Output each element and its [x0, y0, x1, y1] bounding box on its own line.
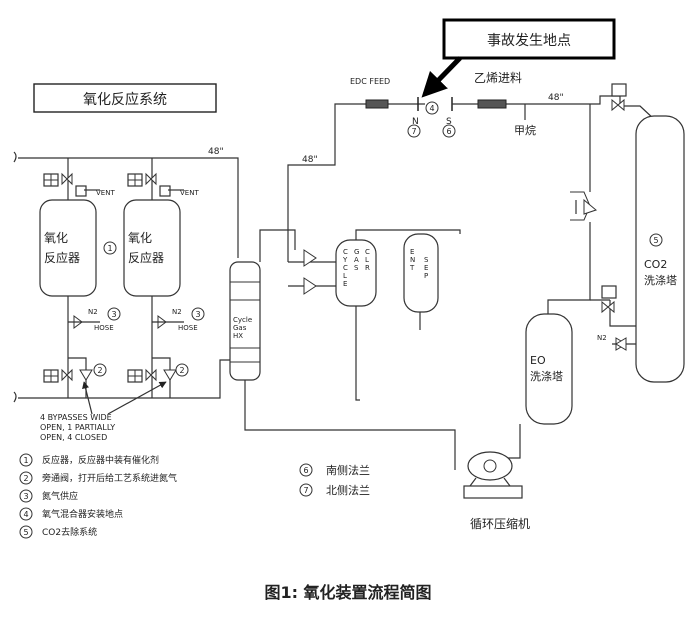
- svg-text:6: 6: [303, 466, 308, 475]
- marker-3b: 3: [191, 307, 205, 321]
- labels: EDC FEED 乙烯进料 甲烷 48" 48" 48" N S VENT VE…: [88, 71, 607, 531]
- svg-text:2: 2: [23, 474, 28, 483]
- legend-item: 3 氮气供应: [19, 489, 78, 503]
- svg-text:旁通阀，打开后给工艺系统进氮气: 旁通阀，打开后给工艺系统进氮气: [42, 472, 177, 484]
- svg-text:CO2去除系统: CO2去除系统: [42, 526, 97, 538]
- legend-item: 6 南侧法兰: [299, 463, 370, 477]
- legend-item: 4 氧气混合器安装地点: [19, 507, 123, 521]
- pipe-48-mid-label: 48": [302, 155, 318, 165]
- cycle-gas-hx: [229, 261, 261, 381]
- svg-text:1: 1: [23, 456, 28, 465]
- svg-text:1: 1: [107, 244, 112, 253]
- marker-7: 7: [407, 124, 421, 138]
- marker-3a: 3: [107, 307, 121, 321]
- marker-2b: 2: [175, 363, 189, 377]
- reactor-2-label-line2: 反应器: [128, 250, 164, 265]
- svg-text:2: 2: [97, 366, 102, 375]
- svg-text:3: 3: [195, 310, 200, 319]
- svg-text:6: 6: [446, 127, 451, 136]
- svg-text:南侧法兰: 南侧法兰: [326, 463, 370, 477]
- svg-text:5: 5: [653, 236, 658, 245]
- svg-text:7: 7: [411, 127, 416, 136]
- compressor-label: 循环压缩机: [470, 516, 530, 531]
- ethylene-feed-label: 乙烯进料: [474, 71, 522, 85]
- oxidation-system-box: 氧化反应系统: [33, 83, 217, 113]
- svg-text:4: 4: [429, 104, 434, 113]
- cycle-gas-separator: [303, 239, 377, 307]
- edc-feed-label: EDC FEED: [350, 77, 390, 86]
- pipe-48-left-label: 48": [208, 147, 224, 157]
- n2-right-label: N2: [597, 334, 607, 342]
- ent-separator: [403, 233, 439, 313]
- reactor-1-label-line2: 反应器: [44, 250, 80, 265]
- svg-text:5: 5: [23, 528, 28, 537]
- figure-caption: 图1: 氧化装置流程简图: [264, 583, 431, 602]
- accident-site-label: 事故发生地点: [487, 33, 571, 49]
- reactor-1: 氧化 反应器: [39, 158, 100, 398]
- reactor-2: 氧化 反应器: [123, 158, 184, 398]
- svg-text:氧气混合器安装地点: 氧气混合器安装地点: [42, 508, 123, 520]
- hose-1-label: HOSE: [94, 324, 114, 332]
- marker-1: 1: [103, 241, 117, 255]
- svg-text:氮气供应: 氮气供应: [42, 490, 78, 502]
- svg-text:北侧法兰: 北侧法兰: [326, 483, 370, 497]
- marker-4: 4: [425, 101, 439, 115]
- marker-2a: 2: [93, 363, 107, 377]
- vent-1-label: VENT: [96, 189, 115, 197]
- piping: [13, 95, 656, 470]
- svg-text:3: 3: [111, 310, 116, 319]
- oxidation-system-title: 氧化反应系统: [83, 91, 167, 108]
- eo-tower: [525, 313, 573, 425]
- marker-6: 6: [442, 124, 456, 138]
- methane-label: 甲烷: [514, 123, 536, 137]
- svg-text:反应器，反应器中装有催化剂: 反应器，反应器中装有催化剂: [42, 454, 159, 466]
- legend-item: 7 北侧法兰: [299, 483, 370, 497]
- vent-2-label: VENT: [180, 189, 199, 197]
- recycle-compressor: [463, 451, 523, 499]
- marker-5: 5: [649, 233, 663, 247]
- pipe-48-top-label: 48": [548, 93, 564, 103]
- accident-site-callout: 事故发生地点: [421, 18, 616, 98]
- n-label: N: [412, 117, 419, 127]
- legend-item: 1 反应器，反应器中装有催化剂: [19, 453, 159, 467]
- reactor-1-label-line1: 氧化: [44, 231, 68, 245]
- n2-1-label: N2: [88, 308, 98, 316]
- s-label: S: [446, 117, 452, 127]
- hose-2-label: HOSE: [178, 324, 198, 332]
- legend: 1 反应器，反应器中装有催化剂 2 旁通阀，打开后给工艺系统进氮气 3 氮气供应…: [19, 453, 370, 539]
- n2-2-label: N2: [172, 308, 182, 316]
- svg-text:4: 4: [23, 510, 28, 519]
- svg-text:3: 3: [23, 492, 28, 501]
- co2-tower: [570, 83, 685, 383]
- svg-text:7: 7: [303, 486, 308, 495]
- svg-text:2: 2: [179, 366, 184, 375]
- legend-item: 2 旁通阀，打开后给工艺系统进氮气: [19, 471, 177, 485]
- legend-item: 5 CO2去除系统: [19, 525, 97, 539]
- reactor-2-label-line1: 氧化: [128, 231, 152, 245]
